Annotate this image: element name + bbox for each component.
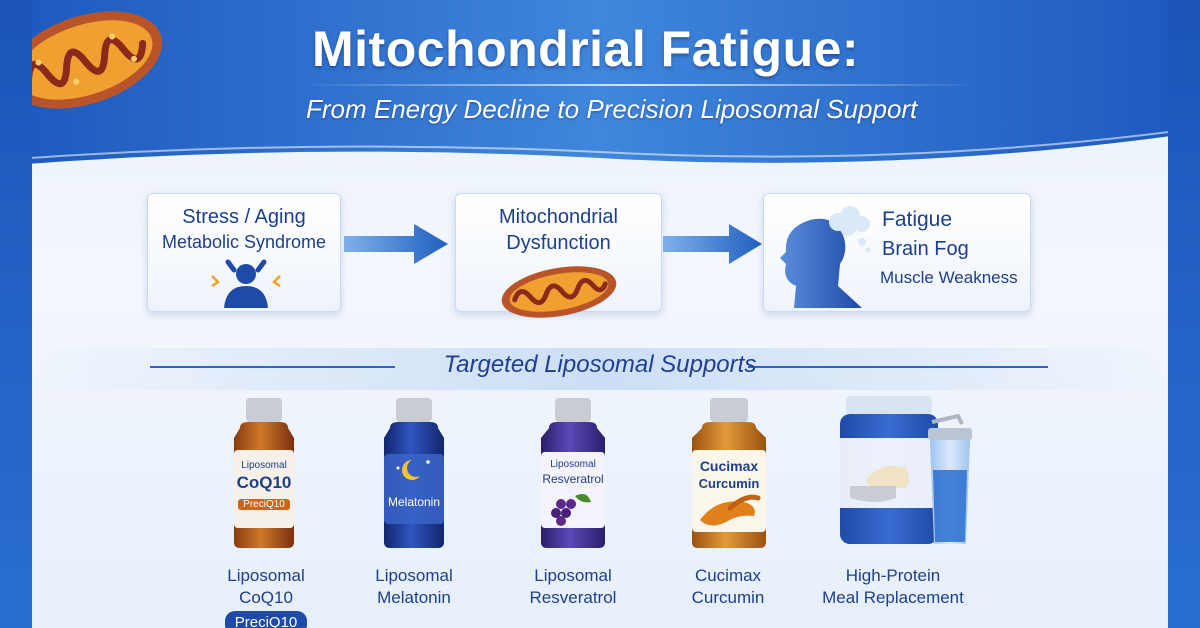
caption-resveratrol-line-2: Resveratrol [529,588,617,607]
brain-fog-head-icon [780,206,871,308]
moon-icon [402,460,420,480]
caption-curcumin-line-1: Cucimax [694,566,762,585]
resveratrol-label-line-1: Liposomal [550,459,596,470]
symptom-fatigue: Fatigue [882,208,953,231]
page-title: Mitochondrial Fatigue: [312,21,860,77]
caption-resveratrol: Liposomal Resveratrol [508,565,638,609]
coq10-label-line-2: CoQ10 [236,473,292,492]
resveratrol-label-line-2: Resveratrol [542,472,604,486]
caption-melatonin-line-2: Melatonin [377,588,451,607]
caption-curcumin-line-2: Curcumin [691,588,765,607]
grapes-icon [551,494,591,526]
flow-arrow-2 [663,224,762,264]
resveratrol-bottle-icon [541,398,605,548]
melatonin-label: Melatonin [387,495,441,509]
curcumin-label-line-1: Cucimax [699,458,759,474]
flow-card-dysfunction: Mitochondrial Dysfunction [455,193,662,318]
causes-line-2: Metabolic Syndrome [161,232,327,252]
caption-protein-line-2: Meal Replacement [822,588,964,607]
caption-curcumin: Cucimax Curcumin [663,565,793,609]
flow-arrow-1 [344,224,448,264]
section-rule-left [150,366,395,368]
section-rule-right [748,366,1048,368]
melatonin-bottle-icon [384,398,444,548]
caption-melatonin-line-1: Liposomal [375,566,453,585]
mitochondrion-hero-icon [7,11,163,109]
causes-line-1: Stress / Aging [182,206,306,228]
product-resveratrol-bottle: Liposomal Resveratrol [535,398,611,548]
curcumin-bottle-icon [692,398,766,548]
section-band [32,348,1168,390]
frame-border-left [0,0,32,628]
caption-melatonin: Liposomal Melatonin [350,565,478,609]
curcumin-label-line-2: Curcumin [698,476,760,491]
caption-protein-line-1: High-Protein [845,566,941,585]
coq10-label-badge: PreciQ10 [238,499,290,510]
dysfunction-line-1: Mitochondrial [499,206,618,228]
coq10-label-line-1: Liposomal [241,460,287,471]
product-curcumin-bottle: Cucimax Curcumin [686,398,772,548]
header-wave-background [0,0,1200,166]
section-title: Targeted Liposomal Supports [443,351,757,378]
protein-tub-and-shaker-icon [840,396,972,544]
caption-protein: High-Protein Meal Replacement [818,565,968,609]
caption-resveratrol-line-1: Liposomal [534,566,612,585]
dysfunction-line-2: Dysfunction [506,232,611,254]
caption-coq10-line-1: Liposomal CoQ10 [227,566,305,607]
flow-card-causes: Stress / Aging Metabolic Syndrome [147,193,341,312]
title-divider [300,84,980,86]
page-subtitle: From Energy Decline to Precision Liposom… [306,94,918,124]
frame-border-right [1168,0,1200,628]
flow-card-symptoms: Fatigue Brain Fog Muscle Weakness [763,193,1031,312]
stressed-person-icon [211,259,281,308]
mitochondrion-icon [501,266,617,318]
symptom-muscle-weakness: Muscle Weakness [880,268,1018,287]
product-coq10-bottle: Liposomal CoQ10 PreciQ10 [228,398,300,548]
turmeric-root-icon [700,494,761,526]
symptom-brain-fog: Brain Fog [882,238,969,260]
header-banner: Mitochondrial Fatigue: From Energy Decli… [0,0,1200,175]
caption-coq10-badge: PreciQ10 [224,611,308,628]
caption-coq10: Liposomal CoQ10 PreciQ10 [200,565,332,628]
product-melatonin-bottle: Melatonin [378,398,450,548]
